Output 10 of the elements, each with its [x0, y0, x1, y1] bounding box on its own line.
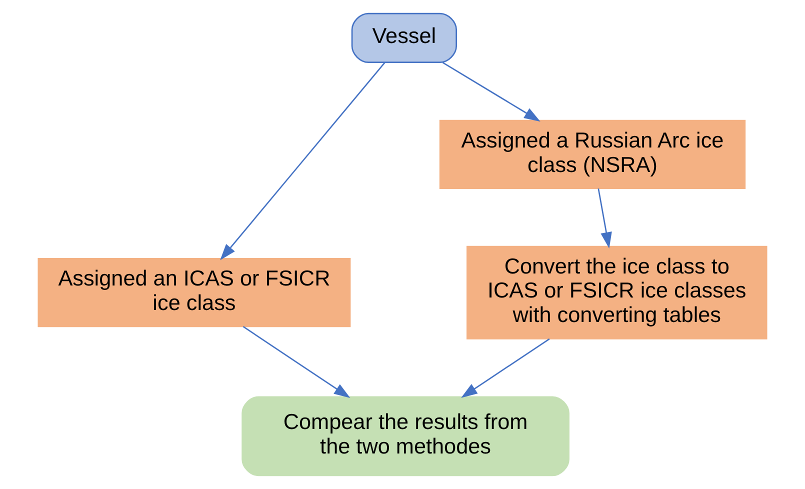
node-box: Assigned an ICAS or FSICR ice class [38, 258, 351, 328]
arrow [220, 62, 386, 260]
node-box: Assigned a Russian Arc ice class (NSRA) [439, 120, 746, 189]
arrow [442, 62, 540, 122]
arrow [598, 188, 612, 248]
arrow [242, 326, 350, 398]
arrow [461, 338, 550, 398]
node-box: Convert the ice class to ICAS or FSICR ice classes with converting tables [466, 246, 768, 340]
node-box: Compear the results from the two methodes [242, 396, 570, 476]
node-box: Vessel [351, 12, 458, 63]
